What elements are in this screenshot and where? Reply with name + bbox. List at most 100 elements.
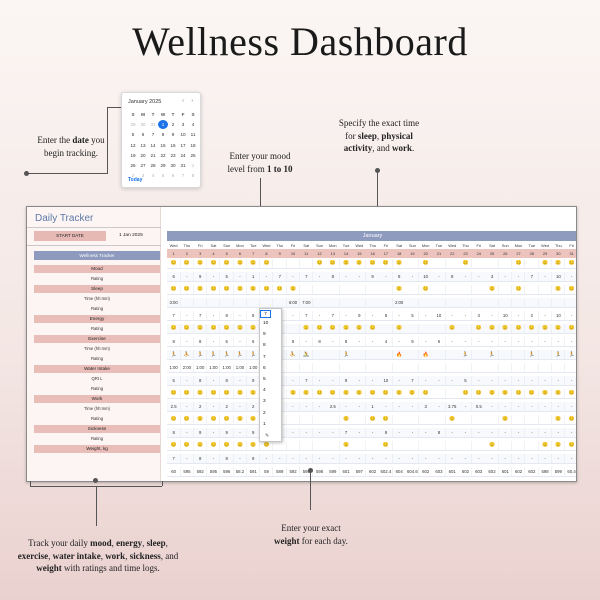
rating-emoji-cell[interactable] (406, 259, 419, 269)
value-cell[interactable]: 6 (225, 339, 228, 344)
value-cell[interactable]: 8 (198, 339, 202, 344)
calendar-day[interactable]: 9 (171, 132, 175, 138)
value-cell[interactable]: 6 (437, 339, 441, 344)
rating-emoji-cell[interactable]: 😐 (555, 326, 562, 331)
value-cell[interactable] (565, 363, 576, 373)
value-cell[interactable]: - (491, 404, 493, 409)
calendar-day[interactable]: 12 (130, 142, 136, 148)
value-cell[interactable] (313, 363, 326, 373)
value-cell[interactable]: - (385, 456, 387, 461)
value-cell[interactable]: - (544, 430, 546, 435)
rating-emoji-cell[interactable]: 😐 (329, 326, 336, 331)
rating-emoji-cell[interactable] (286, 441, 299, 451)
value-cell[interactable]: - (186, 456, 188, 461)
rating-emoji-cell[interactable]: 😐 (542, 261, 549, 266)
value-cell[interactable]: - (292, 313, 294, 318)
value-cell[interactable] (326, 363, 339, 373)
calendar-day[interactable]: 23 (170, 152, 176, 158)
rating-emoji-cell[interactable]: 😐 (369, 391, 376, 396)
value-cell[interactable]: - (411, 274, 414, 279)
value-cell[interactable]: 9 (371, 274, 374, 279)
calendar-day[interactable]: 29 (160, 162, 166, 168)
value-cell[interactable]: - (478, 274, 480, 279)
rating-emoji-cell[interactable]: 😐 (475, 391, 482, 396)
value-cell[interactable]: - (544, 378, 546, 383)
value-cell[interactable]: 602 (422, 469, 430, 474)
rating-emoji-cell[interactable]: 😐 (263, 443, 270, 448)
value-cell[interactable]: 595 (183, 469, 191, 474)
value-cell[interactable]: 1:00 (169, 365, 178, 370)
value-cell[interactable]: 3 (424, 404, 427, 409)
value-cell[interactable]: - (517, 430, 520, 435)
activity-icon-cell[interactable]: 🏃 (236, 352, 244, 358)
dropdown-option[interactable]: 9 (263, 332, 266, 338)
value-cell[interactable]: 602 (461, 469, 470, 474)
rating-emoji-cell[interactable]: 😐 (343, 326, 350, 331)
rating-emoji-cell[interactable]: 😐 (343, 391, 350, 396)
rating-emoji-cell[interactable] (393, 441, 406, 451)
rating-emoji-cell[interactable] (525, 441, 538, 451)
rating-emoji-cell[interactable]: 😐 (250, 391, 257, 396)
rating-emoji-cell[interactable] (432, 415, 445, 425)
rating-emoji-cell[interactable]: 😐 (183, 326, 190, 331)
value-cell[interactable]: - (305, 339, 307, 344)
rating-emoji-cell[interactable] (446, 441, 459, 451)
value-cell[interactable]: 58.2 (235, 469, 245, 474)
value-cell[interactable]: 10 (555, 313, 561, 318)
rating-emoji-cell[interactable]: 😐 (197, 443, 204, 448)
rating-emoji-cell[interactable] (273, 441, 286, 451)
value-cell[interactable]: 8 (331, 274, 335, 279)
value-cell[interactable]: - (411, 430, 414, 435)
rating-emoji-cell[interactable]: 😐 (197, 417, 204, 422)
calendar-day[interactable]: 10 (180, 132, 186, 138)
calendar-day[interactable]: 20 (140, 152, 146, 158)
rating-emoji-cell[interactable]: 😐 (210, 417, 217, 422)
value-cell[interactable]: - (186, 274, 188, 279)
value-cell[interactable]: - (517, 339, 520, 344)
value-cell[interactable]: 7 (305, 378, 308, 383)
activity-icon-cell[interactable]: 🏃 (342, 352, 350, 358)
value-cell[interactable]: - (212, 430, 215, 435)
value-cell[interactable]: - (265, 274, 268, 279)
value-cell[interactable]: 8 (225, 456, 228, 461)
value-cell[interactable]: - (239, 404, 241, 409)
rating-emoji-cell[interactable]: 😐 (210, 287, 217, 292)
rating-emoji-cell[interactable] (273, 259, 286, 269)
calendar-nav-icon[interactable]: ‹ › (182, 98, 196, 104)
rating-emoji-cell[interactable]: 😐 (170, 287, 177, 292)
value-cell[interactable]: 1 (371, 404, 374, 409)
value-cell[interactable] (552, 298, 565, 308)
value-cell[interactable]: - (305, 456, 307, 461)
value-cell[interactable]: - (517, 274, 520, 279)
value-cell[interactable]: - (305, 404, 307, 409)
calendar-day[interactable]: 4 (151, 173, 155, 179)
rating-emoji-cell[interactable] (406, 441, 419, 451)
value-cell[interactable]: - (345, 313, 347, 318)
value-cell[interactable]: - (279, 456, 281, 461)
value-cell[interactable]: - (186, 378, 188, 383)
value-cell[interactable]: - (411, 456, 414, 461)
activity-icon-cell[interactable] (379, 350, 392, 360)
rating-emoji-cell[interactable]: 😐 (316, 261, 323, 266)
value-cell[interactable]: - (544, 404, 546, 409)
calendar-day[interactable]: 5 (161, 173, 165, 179)
value-cell[interactable]: - (504, 339, 506, 344)
rating-emoji-cell[interactable]: 😐 (555, 391, 562, 396)
rating-emoji-cell[interactable] (379, 324, 392, 334)
rating-emoji-cell[interactable]: 😐 (568, 326, 575, 331)
value-cell[interactable]: - (371, 313, 374, 318)
value-cell[interactable]: - (531, 339, 533, 344)
value-cell[interactable]: 8 (291, 339, 295, 344)
rating-emoji-cell[interactable] (525, 285, 538, 295)
activity-icon-cell[interactable]: 🏃 (568, 352, 575, 358)
value-cell[interactable]: 7 (530, 274, 533, 279)
rating-emoji-cell[interactable] (326, 441, 339, 451)
rating-emoji-cell[interactable]: 😐 (276, 287, 283, 292)
rating-emoji-cell[interactable] (512, 415, 525, 425)
calendar-day[interactable]: 2 (171, 122, 175, 128)
rating-emoji-cell[interactable]: 😐 (223, 443, 230, 448)
value-cell[interactable]: 7 (305, 274, 308, 279)
rating-emoji-cell[interactable]: 😐 (183, 391, 190, 396)
value-cell[interactable]: 8 (252, 313, 255, 318)
rating-emoji-cell[interactable]: 😐 (263, 287, 270, 292)
